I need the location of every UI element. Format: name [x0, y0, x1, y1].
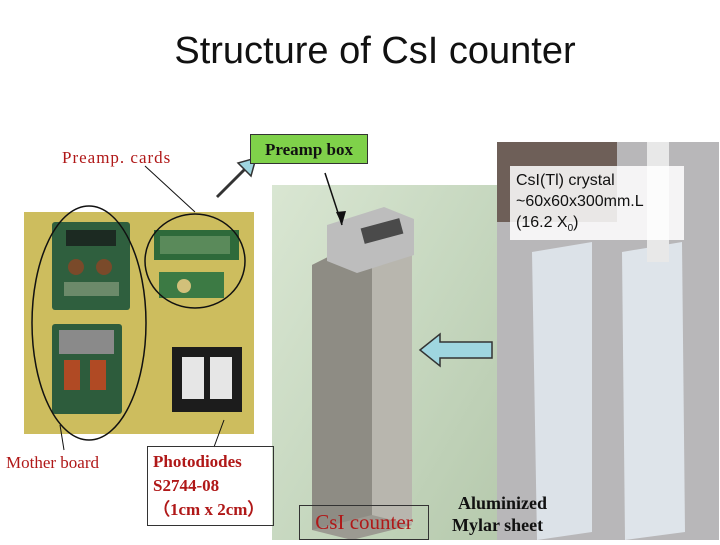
- photodiodes-size-label: （1cm x 2cm）: [153, 500, 265, 519]
- preamp-cards-ellipse: [144, 213, 246, 309]
- csi-counter-label: CsI counter: [299, 505, 429, 540]
- crystal-description-box: CsI(Tl) crystal ~60x60x300mm.L (16.2 X0): [510, 166, 684, 240]
- circuit-boards-photo: [24, 212, 254, 434]
- photodiodes-label: Photodiodes: [153, 452, 242, 471]
- circuit-boards-illustration: [24, 212, 254, 434]
- mylar-line-1: Aluminized: [458, 493, 548, 513]
- preamp-cards-label: Preamp. cards: [62, 148, 172, 167]
- crystal-size-text: ~60x60x300mm.L: [516, 193, 644, 210]
- mylar-line-2: Mylar sheet: [452, 515, 544, 535]
- preamp-cards-pointer: [144, 165, 196, 213]
- photodiodes-pointer: [213, 419, 225, 448]
- photodiodes-label-box: Photodiodes S2744-08 （1cm x 2cm）: [147, 446, 274, 526]
- preamp-cards-to-box-arrow: [215, 156, 258, 199]
- radiation-length-text: (16.2 X0): [516, 214, 579, 235]
- preamp-box-label: Preamp box: [250, 134, 368, 164]
- mother-board-ellipse: [31, 205, 147, 441]
- crystal-type-text: CsI(Tl) crystal: [516, 172, 615, 189]
- csi-counter-illustration: [312, 207, 414, 540]
- mother-board-pointer: [59, 424, 65, 451]
- mylar-sheet-label: Aluminized Mylar sheet: [452, 492, 547, 536]
- csi-counter-photo: [272, 185, 502, 540]
- preamp-box-arrowhead: [336, 211, 346, 225]
- page-title: Structure of CsI counter: [174, 30, 576, 72]
- mother-board-label: Mother board: [6, 453, 100, 472]
- crystal-to-counter-arrow: [418, 332, 493, 368]
- photodiodes-model-label: S2744-08: [153, 476, 220, 495]
